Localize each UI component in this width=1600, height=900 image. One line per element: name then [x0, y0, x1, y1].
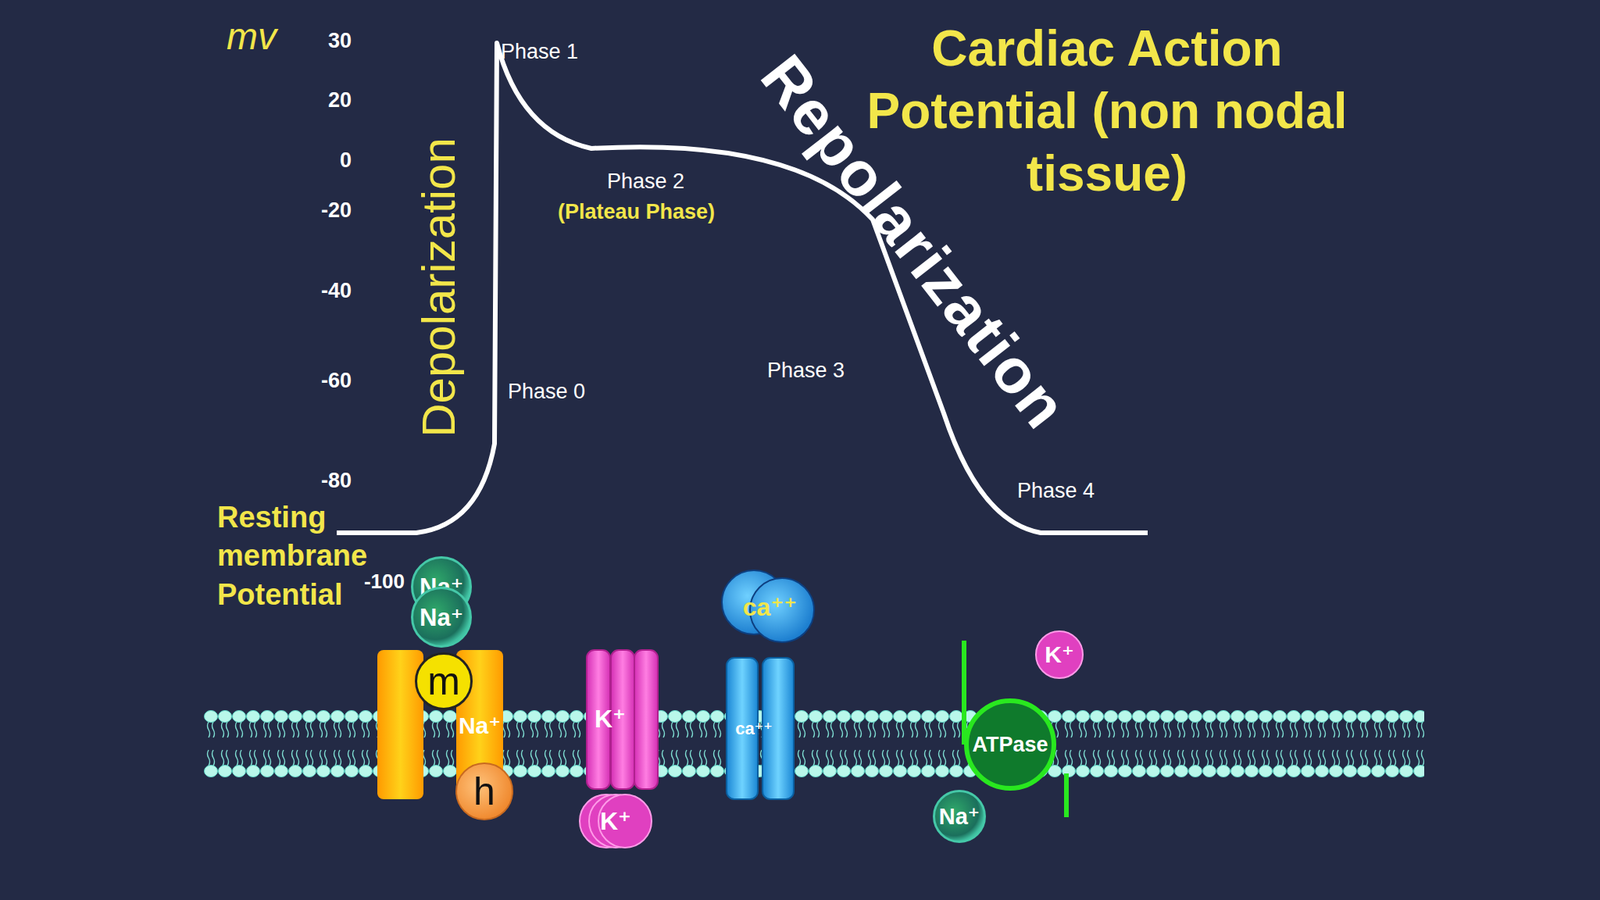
node-label: K⁺ [586, 706, 634, 732]
potassium-ion: K⁺ [578, 792, 654, 850]
potassium-ion: K⁺ [1035, 630, 1084, 679]
axis-tick: -20 [257, 197, 352, 223]
node-label: h [455, 762, 514, 821]
node-label: m [414, 652, 473, 711]
shape-outline [1035, 631, 1083, 679]
node-label: ATPase [964, 698, 1057, 791]
axis-tick: -40 [257, 278, 352, 304]
node-label: Na⁺ [410, 586, 472, 648]
potassium-channel: K⁺ [586, 650, 658, 790]
node-label: K⁺ [578, 792, 654, 850]
m-gate: m [414, 652, 473, 711]
axis-tick: 20 [257, 87, 352, 113]
phase-label: Phase 0 [507, 378, 586, 404]
axis-unit: mv [226, 14, 277, 60]
sodium-channel: Na⁺mh [377, 650, 504, 800]
axis-tick: 0 [257, 147, 352, 173]
phase-note: (Plateau Phase) [557, 199, 715, 225]
axis-tick: -60 [257, 367, 352, 393]
node-label: ca⁺⁺ [721, 567, 819, 647]
phase-label: Phase 3 [767, 357, 845, 383]
node-label: Na⁺ [932, 789, 986, 843]
calcium-ion: ca⁺⁺ [721, 567, 819, 647]
slide-title: Cardiac Action Potential (non nodal tiss… [837, 17, 1377, 205]
node-label: K⁺ [1035, 630, 1084, 679]
axis-tick: -80 [257, 467, 352, 493]
resting-note: Resting membrane Potential [217, 498, 397, 615]
channel-subunit [634, 650, 658, 790]
shape-outline [456, 763, 513, 820]
sodium-ion: Na⁺ [410, 586, 472, 648]
node-label: ca⁺⁺ [726, 720, 782, 738]
sodium-ion: Na⁺ [932, 789, 986, 843]
phase-heading: Depolarization [410, 137, 468, 438]
atpase-pump: ATPase [964, 698, 1057, 791]
phase-label: Phase 1 [500, 39, 579, 65]
node-label: Na⁺ [455, 714, 504, 738]
phase-label: Phase 2 [607, 168, 685, 194]
axis-tick: -100 [310, 569, 405, 594]
calcium-channel: ca⁺⁺ [726, 657, 794, 800]
phase-label: Phase 4 [1017, 478, 1095, 504]
axis-tick: 30 [257, 28, 352, 54]
h-gate: h [455, 762, 514, 821]
